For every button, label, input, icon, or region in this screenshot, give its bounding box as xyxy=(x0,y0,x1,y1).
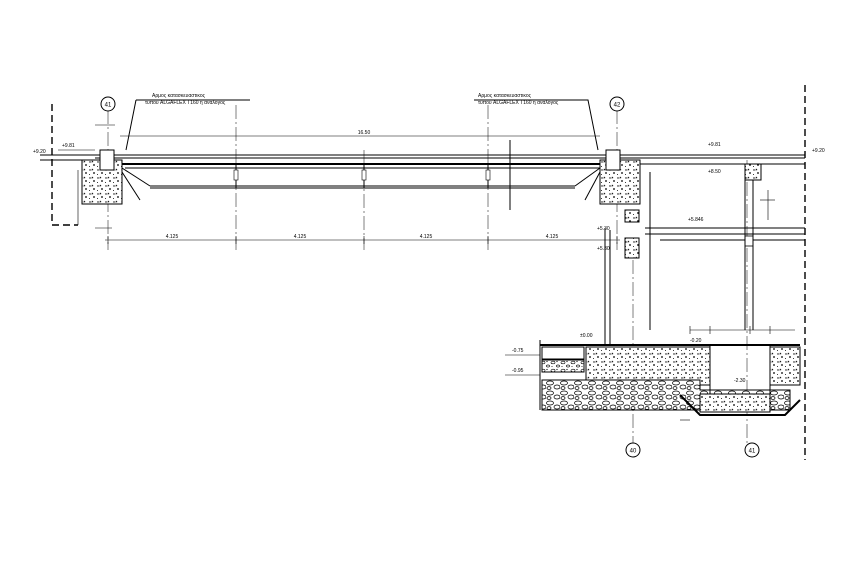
dimension-text: 4.125 xyxy=(420,234,433,240)
axis-label: 42 xyxy=(614,103,621,109)
dimension-text: 4.125 xyxy=(546,234,559,240)
level-text: +9.20 xyxy=(33,149,46,155)
level-text: -0.75 xyxy=(512,348,524,354)
level-text: +8.50 xyxy=(708,169,721,175)
right-abutment xyxy=(574,149,641,259)
joint-annotation-right: Αρμος κατασκευαστικος τυπου ALGAFLEX T16… xyxy=(474,93,599,151)
top-span-dimension: 16.50 xyxy=(120,130,600,137)
axis-label: 41 xyxy=(749,449,756,455)
joint-annotation-left: Αρμος κατασκευαστικος τυπου ALGAFLEX T16… xyxy=(125,93,250,151)
right-structure xyxy=(604,154,805,345)
level-text: +5.30 xyxy=(597,226,610,232)
axis-bubble-40: 40 xyxy=(625,442,641,458)
axis-label: 40 xyxy=(630,449,637,455)
level-text: +5.846 xyxy=(688,217,704,223)
bridge-slab xyxy=(40,140,640,210)
level-text: +5.30 xyxy=(597,246,610,252)
level-text: -2.30 xyxy=(734,378,746,384)
level-markers: +9.20 +9.81 +9.81 +9.20 +8.50 +5.846 +5.… xyxy=(33,142,825,384)
axis-bubble-42: 42 xyxy=(609,96,625,112)
dimension-text: 4.125 xyxy=(166,234,179,240)
level-text: +9.81 xyxy=(62,143,75,149)
dimension-text: 4.125 xyxy=(294,234,307,240)
axis-label: 41 xyxy=(105,103,112,109)
bottom-dimension-chain: 4.125 4.125 4.125 4.125 xyxy=(105,234,620,244)
annotation-text: Αρμος κατασκευαστικος xyxy=(478,93,532,99)
left-column-outline xyxy=(51,104,78,226)
axis-bubble-41-lower: 41 xyxy=(744,442,760,458)
ground-section xyxy=(539,326,801,421)
level-text: -0.95 xyxy=(512,368,524,374)
level-text: -0.20 xyxy=(690,338,702,344)
annotation-text: τυπου ALGAFLEX T160 ή αναλογος xyxy=(145,99,226,106)
level-text: ±0.00 xyxy=(580,333,593,339)
left-small-dimensions xyxy=(58,124,115,229)
level-text: +9.81 xyxy=(708,142,721,148)
annotation-text: τυπου ALGAFLEX T160 ή αναλογος xyxy=(478,99,559,106)
level-text: +9.20 xyxy=(812,148,825,154)
dimension-text: 16.50 xyxy=(358,130,371,136)
left-abutment xyxy=(40,149,151,205)
axis-bubble-41: 41 xyxy=(100,96,116,112)
annotation-text: Αρμος κατασκευαστικος xyxy=(152,93,206,99)
